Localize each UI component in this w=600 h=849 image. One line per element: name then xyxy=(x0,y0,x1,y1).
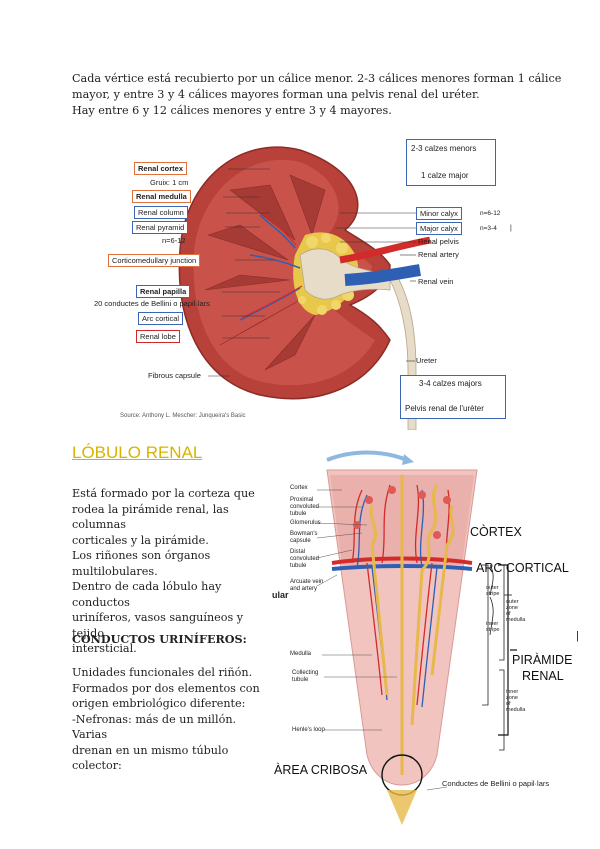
lobulo-line: corticales y la pirámide. xyxy=(72,533,272,549)
edge-mark: | xyxy=(510,225,512,232)
lob-big-area-cribosa: ÀREA CRIBOSA xyxy=(274,763,367,777)
lob-label-inner-zone: inner zone of medulla xyxy=(506,689,524,713)
label-conductes-bellini: 20 conductes de Bellini o papil·lars xyxy=(94,299,210,308)
label-gruix: Gruix: 1 cm xyxy=(150,178,188,187)
lob-label-bowman: Bowman's capsule xyxy=(290,531,326,545)
lobulo-paragraph: Está formado por la corteza que rodea la… xyxy=(72,486,272,657)
lob-label-outer-stripe: outer stripe xyxy=(486,585,500,597)
label-ureter: Ureter xyxy=(416,356,437,365)
label-n-pyramid: n=6-12 xyxy=(162,236,186,245)
label-calze-major: 1 calze major xyxy=(421,171,469,180)
label-renal-cortex: Renal cortex xyxy=(134,162,187,175)
label-calzes-majors: 3-4 calzes majors xyxy=(419,379,482,388)
lob-label-glomerulus: Glomerulus xyxy=(290,520,321,526)
label-n-major: n=3-4 xyxy=(480,225,497,232)
lob-label-henle: Henle's loop xyxy=(292,727,325,733)
lob-label-outer-zone: outer zone of medulla xyxy=(506,599,524,623)
lob-label-conductes: Conductes de Bellini o papil·lars xyxy=(442,779,549,788)
edge-mark-2: | xyxy=(576,630,579,642)
lobulo-line: Los riñones son órganos xyxy=(72,548,272,564)
conductos-subheading: CONDUCTOS URINÍFEROS: xyxy=(72,632,247,648)
lobulo-line: multilobulares. xyxy=(72,564,272,580)
label-renal-artery: Renal artery xyxy=(418,250,459,259)
label-renal-lobe: Renal lobe xyxy=(136,330,180,343)
lobule-figure: Cortex Proximal convoluted tubule Glomer… xyxy=(272,445,600,845)
lob-label-collecting: Collecting tubule xyxy=(292,670,326,684)
label-renal-vein: Renal vein xyxy=(418,277,453,286)
conductos-line: Formados por dos elementos con xyxy=(72,681,272,697)
lobulo-line: rodea la pirámide renal, las columnas xyxy=(72,502,272,533)
conductos-line: drenan en un mismo túbulo colector: xyxy=(72,743,272,774)
lob-label-inner-stripe: inner stripe xyxy=(486,621,500,633)
conductos-paragraph: Unidades funcionales del riñón. Formados… xyxy=(72,665,272,774)
label-renal-medulla: Renal medulla xyxy=(132,190,191,203)
label-corticomedullary: Corticomedullary junction xyxy=(108,254,200,267)
lob-big-arc-cortical: ARC CORTICAL xyxy=(476,561,569,575)
intro-line-3: Hay entre 6 y 12 cálices menores y entre… xyxy=(72,103,392,119)
label-fibrous-capsule: Fibrous capsule xyxy=(148,371,201,380)
calzes-menors-box: 2-3 calzes menors 1 calze major xyxy=(406,139,496,186)
calzes-majors-box: 3-4 calzes majors Pelvis renal de l'urèt… xyxy=(400,375,506,419)
intro-line-1: Cada vértice está recubierto por un cáli… xyxy=(72,71,561,87)
label-renal-pelvis: Renal pelvis xyxy=(418,237,459,246)
label-pelvis-renal: Pelvis renal de l'urèter xyxy=(405,404,484,413)
label-calzes-menors: 2-3 calzes menors xyxy=(411,144,476,153)
kidney-figure: Renal cortex Gruix: 1 cm Renal medulla R… xyxy=(90,130,520,430)
lob-big-piramide-1: PIRÀMIDE xyxy=(512,653,572,667)
lob-big-cortex: CÒRTEX xyxy=(470,525,522,539)
lobulo-heading: LÓBULO RENAL xyxy=(72,443,202,463)
lobulo-line: Dentro de cada lóbulo hay conductos xyxy=(72,579,272,610)
conductos-line: origen embriológico diferente: xyxy=(72,696,272,712)
label-minor-calyx: Minor calyx xyxy=(416,207,462,220)
label-major-calyx: Major calyx xyxy=(416,222,462,235)
lob-label-cut-ular: ular xyxy=(272,590,289,600)
conductos-line: -Nefronas: más de un millón. Varias xyxy=(72,712,272,743)
label-renal-pyramid: Renal pyramid xyxy=(132,221,188,234)
lob-big-piramide-2: RENAL xyxy=(522,669,564,683)
lob-label-cortex: Cortex xyxy=(290,485,308,491)
lob-label-medulla: Medulla xyxy=(290,651,311,657)
lob-label-distal: Distal convoluted tubule xyxy=(290,549,330,570)
figure-source: Source: Anthony L. Mescher: Junqueira's … xyxy=(120,413,246,419)
label-renal-column: Renal column xyxy=(134,206,188,219)
label-arc-cortical: Arc cortical xyxy=(138,312,183,325)
conductos-line: Unidades funcionales del riñón. xyxy=(72,665,272,681)
lob-label-proximal: Proximal convoluted tubule xyxy=(290,497,330,518)
lobulo-line: Está formado por la corteza que xyxy=(72,486,272,502)
lob-label-arcuate: Arcuate vein and artery xyxy=(290,579,330,593)
label-n-minor: n=6-12 xyxy=(480,210,500,217)
intro-line-2: mayor, y entre 3 y 4 cálices mayores for… xyxy=(72,87,480,103)
label-renal-papilla: Renal papilla xyxy=(136,285,190,298)
